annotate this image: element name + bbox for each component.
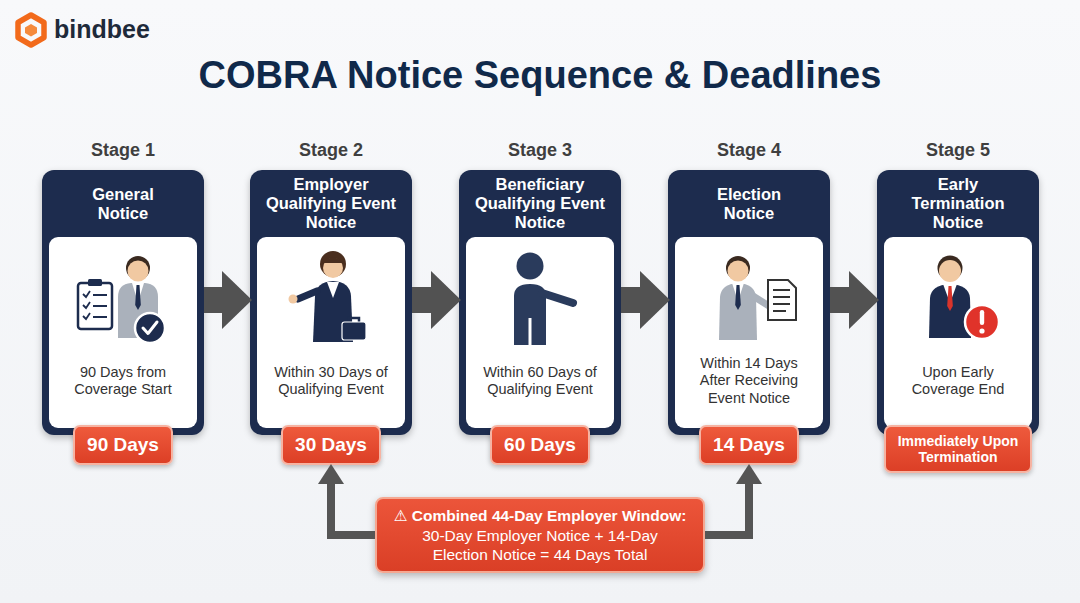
employer-woman-icon <box>298 291 317 299</box>
deadline-value: 30 Days <box>283 427 379 463</box>
document-man-icon <box>726 256 750 280</box>
alert-man-icon <box>943 284 957 303</box>
employer-woman-icon <box>342 322 366 340</box>
employer-woman-icon <box>327 282 339 298</box>
alert-man-icon <box>979 328 984 333</box>
employer-woman-icon <box>349 318 359 322</box>
notice-title: Early Termination Notice <box>903 170 1013 237</box>
callout-arrow <box>331 484 375 535</box>
stage-label: Stage 4 <box>668 139 830 161</box>
document-man-icon <box>753 296 769 306</box>
callout-body: 30-Day Employer Notice + 14-Day Election… <box>403 526 678 564</box>
detail-panel: Within 14 Days After Receiving Event Not… <box>675 237 823 428</box>
alert-man-icon <box>965 305 999 339</box>
deadline-description: Upon Early Coverage End <box>903 345 1013 417</box>
callout-heading: ⚠ Combined 44-Day Employer Window: <box>394 506 687 526</box>
beneficiary-person-icon <box>517 253 544 280</box>
alert-man-icon <box>947 286 953 311</box>
detail-panel: 90 Days from Coverage Start <box>49 237 197 428</box>
clipboard-person-icon <box>93 295 107 317</box>
deadline-value: 14 Days <box>701 427 797 463</box>
document-man-icon <box>732 283 744 301</box>
clipboard-person-icon <box>118 283 158 338</box>
alert-man-icon <box>939 260 961 282</box>
detail-panel: Upon Early Coverage End <box>884 237 1032 428</box>
callout-box: ⚠ Combined 44-Day Employer Window:30-Day… <box>375 497 705 573</box>
deadline-badge: 90 Days <box>73 425 173 465</box>
stage-label: Stage 1 <box>42 139 204 161</box>
document-man-icon <box>735 285 741 310</box>
notice-title: Election Notice <box>699 170 799 237</box>
alert-man-icon <box>938 256 963 281</box>
clipboard-person-icon <box>83 291 90 319</box>
stage-card: Stage 4Election NoticeWithin 14 Days Aft… <box>668 170 830 435</box>
stage-card: Stage 5Early Termination NoticeUpon Earl… <box>877 170 1039 435</box>
notice-title: General Notice <box>73 170 173 237</box>
beneficiary-person-icon <box>542 293 573 303</box>
deadline-badge: 30 Days <box>281 425 381 465</box>
flow-arrow <box>830 287 849 313</box>
deadline-value: 90 Days <box>75 427 171 463</box>
stage-label: Stage 3 <box>459 139 621 161</box>
alert-man-icon <box>980 310 984 325</box>
clipboard-person-icon <box>126 256 150 280</box>
stage-card: Stage 2Employer Qualifying Event NoticeW… <box>250 170 412 435</box>
document-man-icon <box>719 283 757 340</box>
flow-arrow <box>204 287 222 313</box>
document-man-icon <box>768 280 796 320</box>
employer-woman-icon <box>313 281 353 342</box>
notice-title: Beneficiary Qualifying Event Notice <box>465 170 615 237</box>
document-man-icon <box>773 290 790 311</box>
notice-title: Employer Qualifying Event Notice <box>256 170 406 237</box>
document-man-icon <box>719 256 796 340</box>
clipboard-person-icon <box>135 285 141 310</box>
clipboard-person-icon <box>88 279 102 286</box>
employer-woman-icon <box>320 251 346 277</box>
logo-icon <box>18 15 44 45</box>
deadline-badge: 14 Days <box>699 425 799 465</box>
stage-card: Stage 3Beneficiary Qualifying Event Noti… <box>459 170 621 435</box>
clipboard-person-icon <box>128 261 149 282</box>
clipboard-person-icon <box>143 322 157 334</box>
employer-woman-icon <box>322 258 344 264</box>
connector-group <box>204 300 849 535</box>
employer-woman-icon <box>289 251 367 342</box>
deadline-description: Within 14 Days After Receiving Event Not… <box>690 345 808 417</box>
deadline-description: Within 30 Days of Qualifying Event <box>261 345 401 417</box>
deadline-badge: 60 Days <box>490 425 590 465</box>
beneficiary-person-icon <box>514 284 546 345</box>
logo-icon <box>18 15 44 45</box>
deadline-description: Within 60 Days of Qualifying Event <box>470 345 610 417</box>
employer-woman-icon <box>289 295 298 304</box>
stage-label: Stage 5 <box>877 139 1039 161</box>
clipboard-person-icon <box>78 283 112 329</box>
logo-icon <box>25 24 37 37</box>
stage-label: Stage 2 <box>250 139 412 161</box>
clipboard-person-icon <box>132 283 144 302</box>
clipboard-person-icon <box>78 256 165 343</box>
deadline-description: 90 Days from Coverage Start <box>53 345 193 417</box>
deadline-value: 60 Days <box>492 427 588 463</box>
document-man-icon <box>728 261 749 282</box>
deadline-badge: Immediately Upon Termination <box>884 425 1032 473</box>
flow-arrow <box>412 287 431 313</box>
flow-arrow <box>621 287 640 313</box>
clipboard-person-icon <box>135 313 165 343</box>
beneficiary-person-icon <box>529 318 532 346</box>
diagram-title: COBRA Notice Sequence & Deadlines <box>0 53 1080 97</box>
stage-card: Stage 1General Notice90 Days from Covera… <box>42 170 204 435</box>
detail-panel: Within 60 Days of Qualifying Event <box>466 237 614 428</box>
alert-man-icon <box>929 256 999 340</box>
callout-arrow <box>705 484 749 535</box>
employer-woman-icon <box>323 258 343 278</box>
deadline-value: Immediately Upon Termination <box>886 427 1030 471</box>
brand-name: bindbee <box>54 13 150 45</box>
alert-man-icon <box>929 284 971 338</box>
detail-panel: Within 30 Days of Qualifying Event <box>257 237 405 428</box>
beneficiary-person-icon <box>514 253 573 347</box>
